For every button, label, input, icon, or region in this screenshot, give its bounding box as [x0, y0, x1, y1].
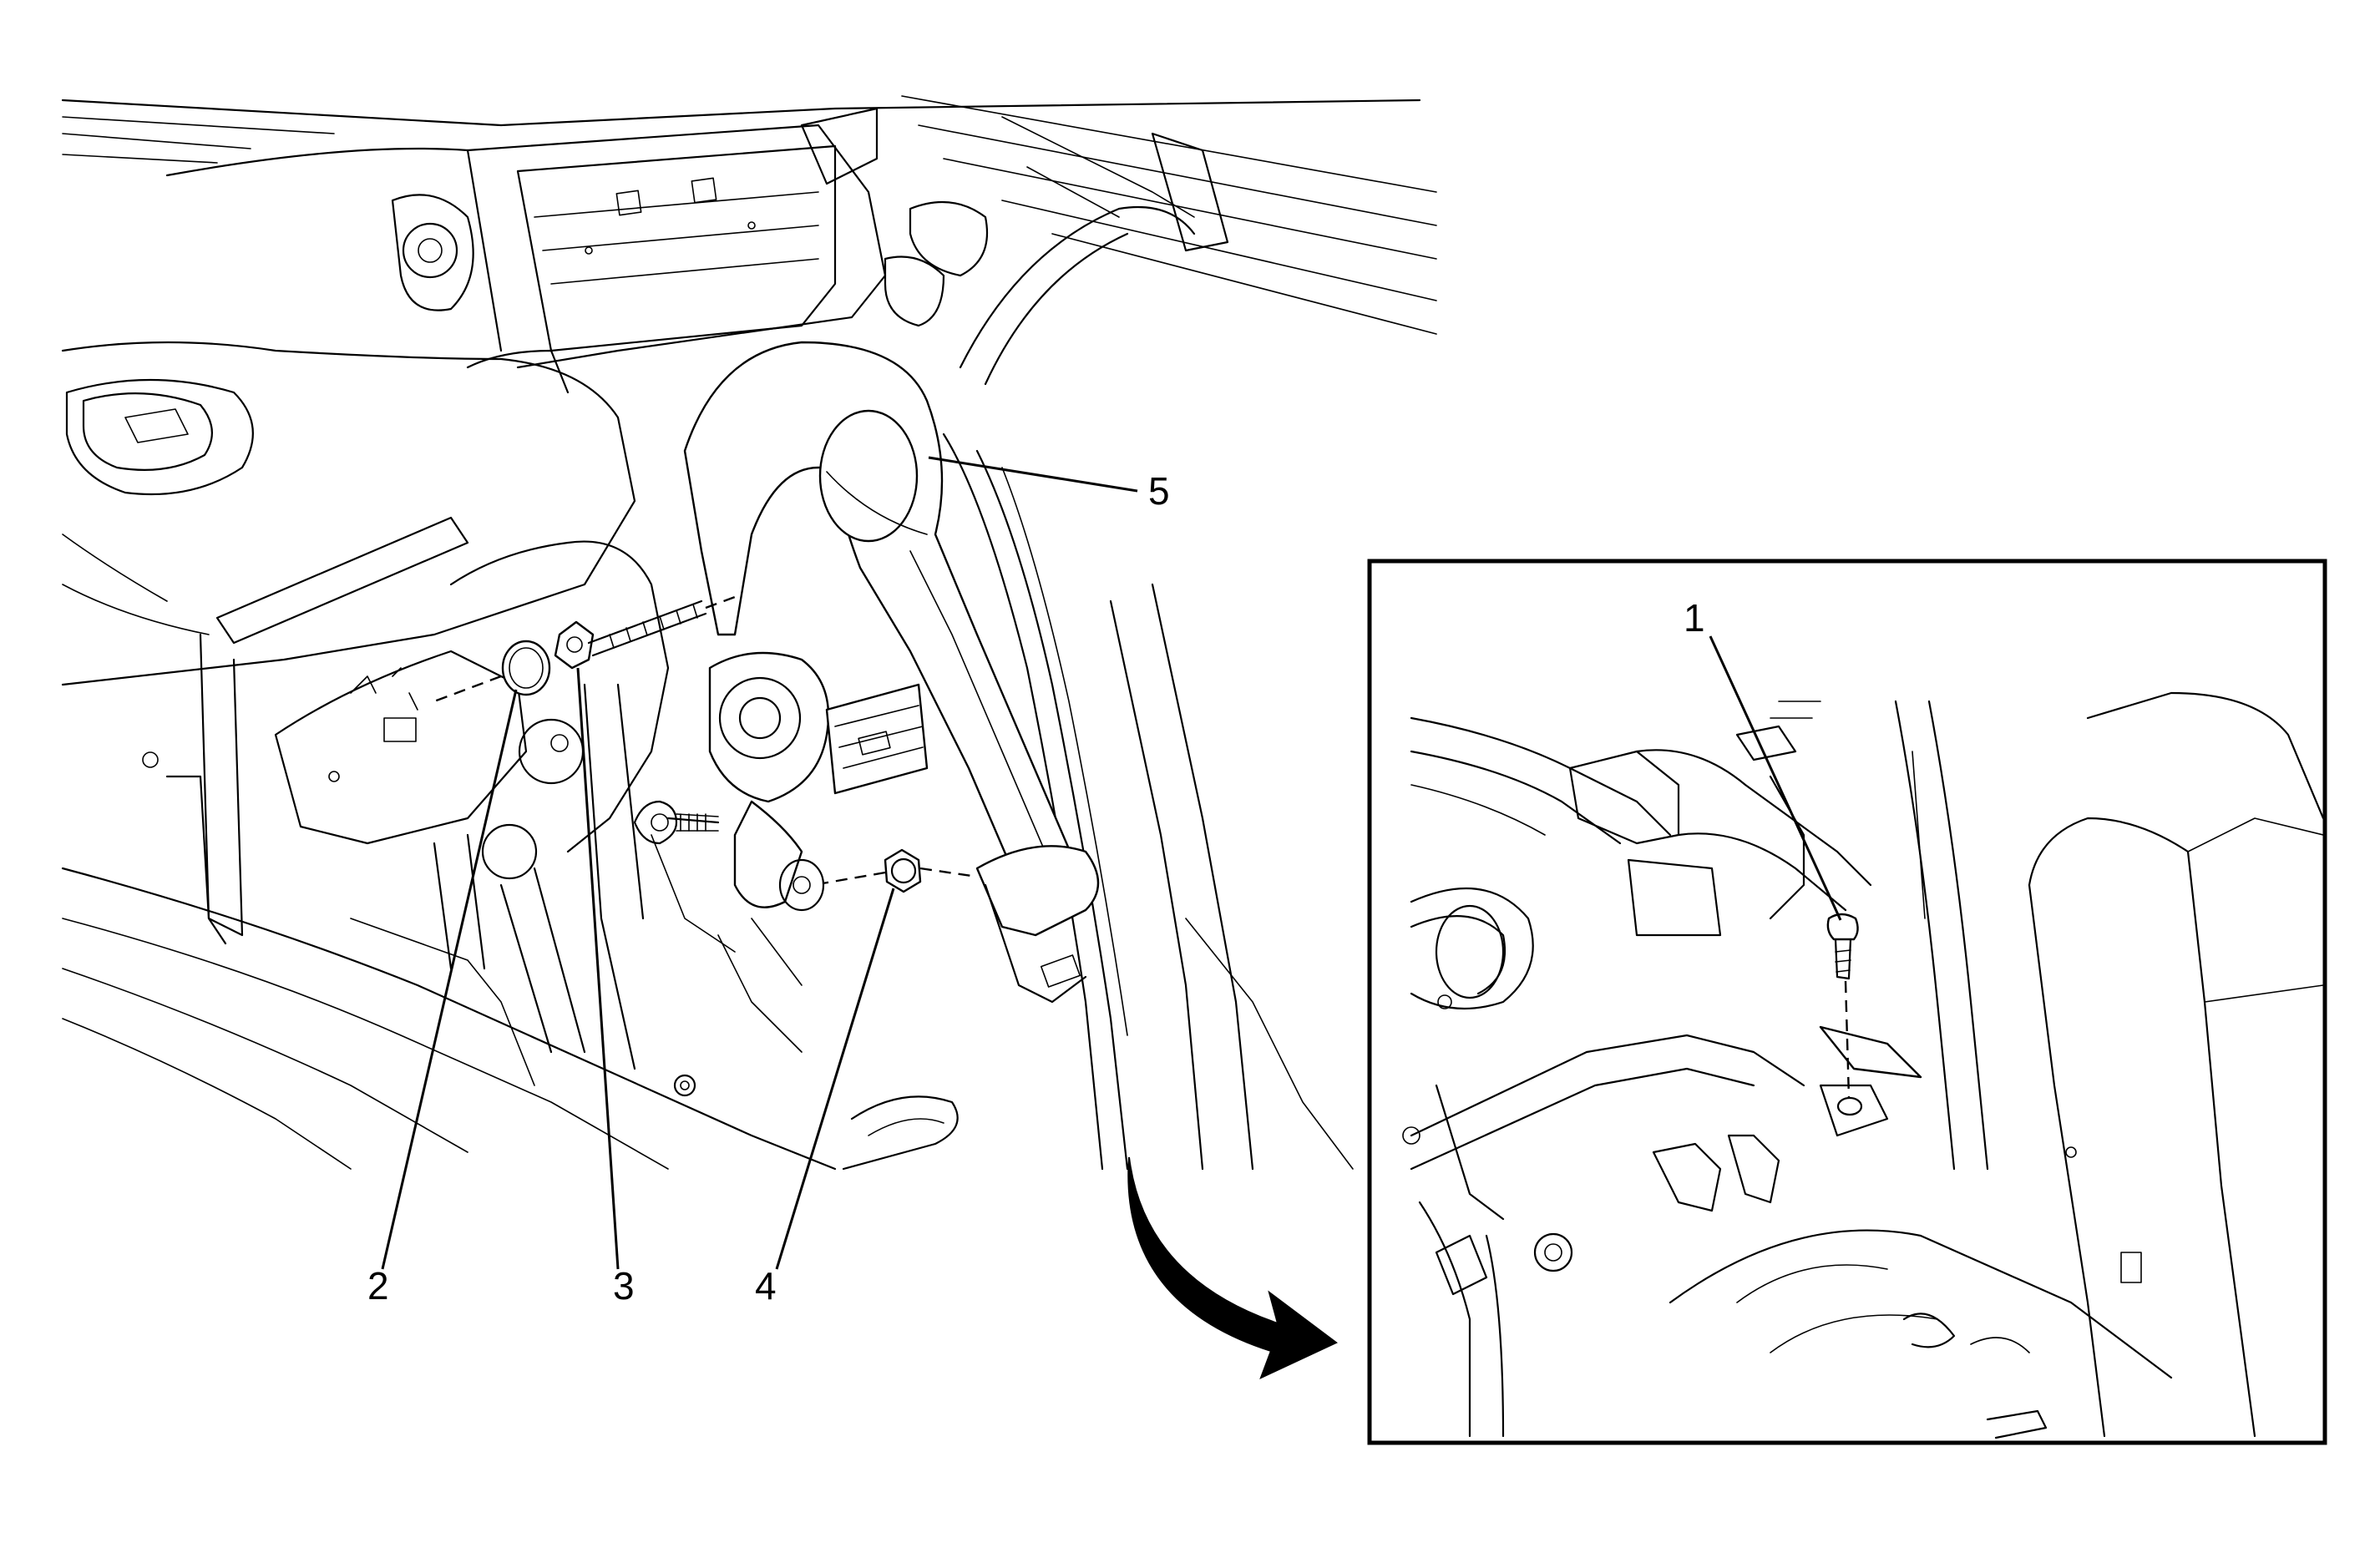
floor-pan — [61, 834, 959, 1171]
anchor-bolt — [1826, 913, 1859, 980]
main-view: 2 3 4 5 — [61, 95, 1437, 1379]
callout-3: 3 — [613, 1264, 635, 1308]
leader-1 — [1709, 635, 1842, 921]
inset-frame — [1367, 559, 2327, 1445]
cap-cover — [501, 640, 551, 696]
seat-frame-bracket — [165, 516, 670, 1086]
callout-5: 5 — [1148, 469, 1170, 513]
rear-shelf-panel — [61, 95, 1437, 369]
detail-inset: 1 — [1367, 559, 2327, 1445]
callouts: 2 3 4 5 — [367, 456, 1170, 1308]
fasteners — [433, 595, 978, 893]
callout-4: 4 — [755, 1264, 777, 1308]
bolt — [554, 599, 707, 670]
callout-2: 2 — [367, 1264, 389, 1308]
leader-3 — [576, 667, 620, 1270]
leader-4 — [775, 888, 895, 1270]
callout-1: 1 — [1684, 596, 1705, 640]
rear-seat-back — [61, 341, 636, 768]
leader-2 — [381, 689, 518, 1270]
pillar-trim — [942, 205, 1354, 1171]
seat-belt-retractor — [633, 341, 1100, 1004]
leader-5 — [928, 456, 1138, 493]
nut — [884, 848, 922, 893]
curved-arrow-icon — [1127, 1156, 1338, 1379]
